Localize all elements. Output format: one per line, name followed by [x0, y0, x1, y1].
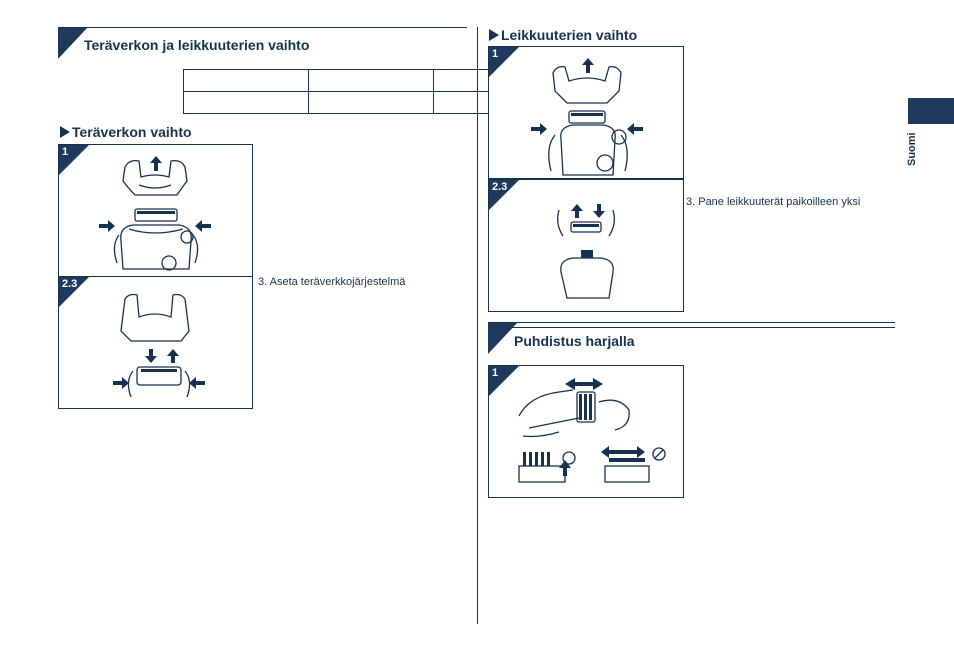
section-title: Puhdistus harjalla — [514, 333, 635, 349]
illustration-panel-1: 1 — [488, 46, 684, 179]
panel-step-number: 2.3 — [62, 278, 78, 290]
cutter-attach-illustration — [557, 204, 615, 299]
section-top-rule — [58, 27, 467, 28]
section-top-rule-inner — [510, 327, 895, 328]
shaver-frame-removal-illustration — [99, 156, 211, 271]
panel-step-number: 1 — [62, 146, 69, 158]
panel-corner-marker — [59, 145, 89, 175]
language-tab-label: Suomi — [906, 132, 918, 166]
panel-step-number: 1 — [492, 367, 499, 379]
table-cell — [308, 91, 434, 114]
section-top-rule — [488, 322, 895, 323]
section-corner-marker — [58, 27, 88, 59]
illustration-panel-2-3: 2.3 — [58, 276, 253, 409]
panel-step-number: 1 — [492, 48, 499, 60]
subsection-title: Teräverkon vaihto — [60, 124, 192, 140]
play-arrow-icon — [60, 126, 70, 138]
illustration-panel-brush: 1 — [488, 365, 684, 498]
cutter-removal-illustration — [531, 58, 643, 176]
table-cell — [308, 69, 434, 92]
subsection-title-text: Leikkuuterien vaihto — [501, 27, 638, 43]
language-tab — [908, 98, 954, 124]
panel-corner-marker — [59, 277, 89, 307]
table-cell — [183, 69, 309, 92]
shaver-frame-attach-illustration — [113, 293, 205, 398]
panel-corner-marker — [489, 366, 519, 396]
subsection-title-text: Teräverkon vaihto — [72, 124, 192, 140]
step-instruction: 3. Pane leikkuuterät paikoilleen yksi — [686, 196, 861, 208]
panel-corner-marker — [489, 180, 519, 210]
column-divider — [477, 27, 478, 624]
play-arrow-icon — [489, 29, 499, 41]
panel-step-number: 2.3 — [492, 181, 508, 193]
illustration-panel-2-3: 2.3 — [488, 179, 684, 312]
panel-corner-marker — [489, 47, 519, 77]
subsection-title: Leikkuuterien vaihto — [489, 27, 637, 43]
illustration-panel-1: 1 — [58, 144, 253, 277]
step-instruction: 3. Aseta teräverkkojärjestelmä — [258, 276, 406, 288]
brush-cleaning-illustration — [518, 378, 666, 483]
section-title: Teräverkon ja leikkuuterien vaihto — [84, 37, 310, 53]
table-cell — [183, 91, 309, 114]
